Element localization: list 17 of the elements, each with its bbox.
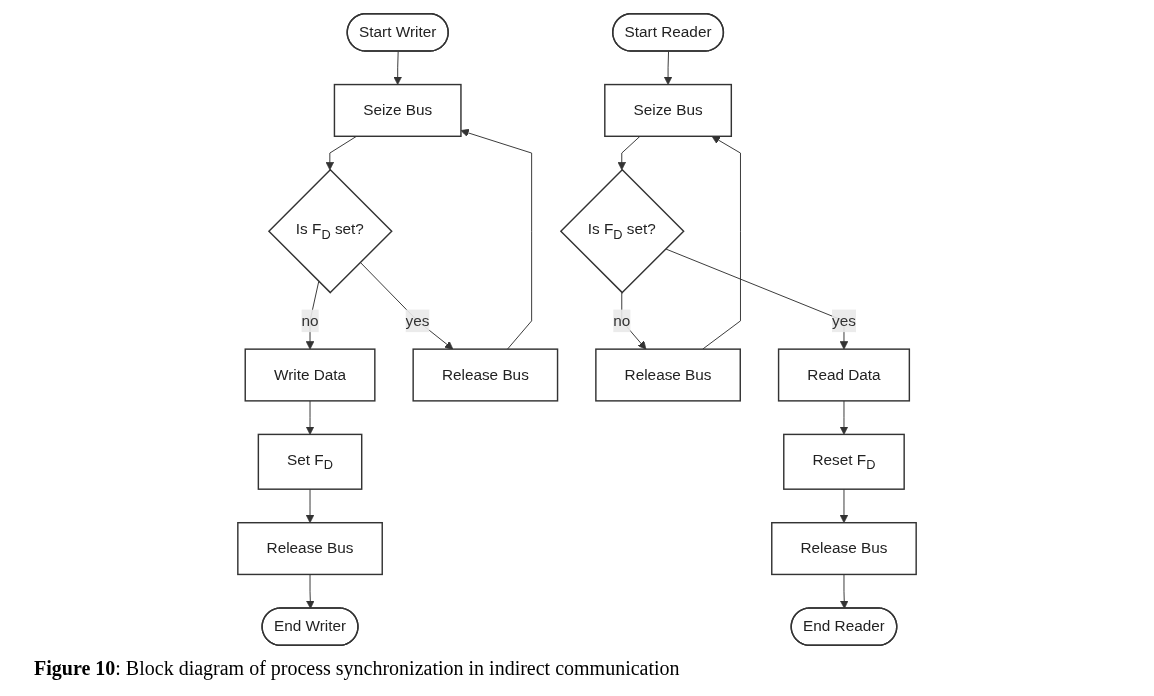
node-box: Write Data — [244, 348, 376, 402]
node-box: Release Bus — [412, 348, 559, 402]
node-box: Release Bus — [771, 522, 917, 576]
node-box: Read Data — [777, 348, 911, 402]
figure-caption: Figure 10: Block diagram of process synchronization in indirect communication — [34, 657, 681, 680]
node-box: Seize Bus — [604, 83, 733, 137]
node-box: Reset F$_{D}$ — [783, 433, 905, 490]
node-box: Set F$_{D}$ — [257, 433, 363, 490]
node-box: Seize Bus — [333, 83, 462, 137]
edge-label: yes — [832, 312, 856, 329]
node-box: Release Bus — [237, 522, 383, 576]
node-box: Release Bus — [595, 348, 741, 402]
node-diamond: Is F$_{D}$ set? — [559, 168, 685, 294]
edge-label: yes — [405, 312, 430, 329]
edge-label: no — [613, 312, 631, 329]
edge-label: no — [301, 312, 319, 329]
node-diamond: Is F$_{D}$ set? — [267, 168, 393, 294]
